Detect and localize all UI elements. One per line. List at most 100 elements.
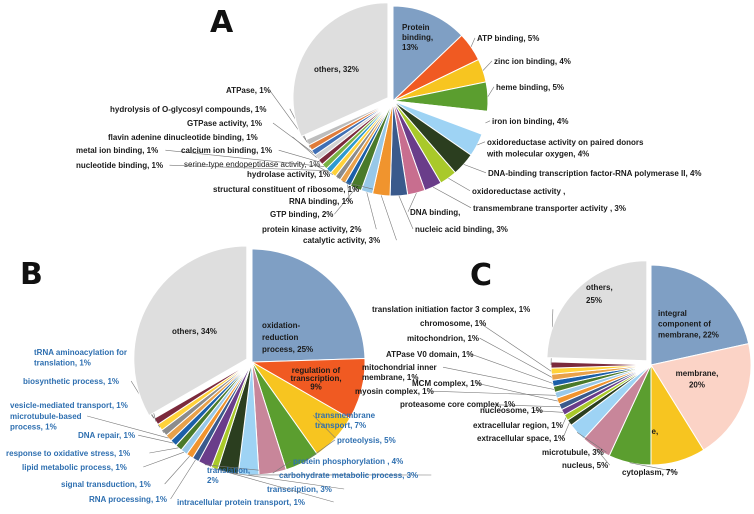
slice-label-line: nucleosome, 1% — [480, 406, 543, 415]
leader-line — [337, 174, 341, 179]
leader-line — [204, 464, 259, 471]
slice-label-flavin-adenine-dinucleotide-binding-1: flavin adenine dinucleotide binding, 1% — [108, 133, 258, 142]
slice-label-oxidoreductase-activity: oxidoreductase activity , — [472, 187, 565, 196]
slice-label-line: process, 25% — [262, 345, 313, 354]
slice-label-transcription-3: transcription, 3% — [267, 485, 332, 494]
slice-label-rna-processing-1: RNA processing, 1% — [89, 495, 167, 504]
leader-line — [164, 455, 190, 485]
leader-line — [431, 390, 556, 396]
slice-label-line: lipid metabolic process, 1% — [22, 463, 127, 472]
slice-label-serine-type-endopeptidase-activity-1: serine-type endopeptidase activity, 1% — [184, 160, 320, 169]
slice-label-hydrolase-activity-1: hydrolase activity, 1% — [247, 170, 330, 179]
slice-label-line: metal ion binding, 1% — [76, 146, 158, 155]
slice-label-line: 25% — [586, 296, 602, 305]
slice-label-line: 13% — [402, 43, 418, 52]
slice-label-line: others, 32% — [314, 65, 359, 74]
leader-line — [562, 417, 567, 426]
slice-label-line: carbohydrate metabolic process, 3% — [279, 471, 418, 480]
slice-label-line: others, 34% — [172, 327, 217, 336]
leader-line — [532, 410, 563, 413]
slice-label-hydrolysis-of-o-glycosyl-compounds-1: hydrolysis of O-glycosyl compounds, 1% — [110, 105, 266, 114]
slice-label-atp-binding-5: ATP binding, 5% — [477, 34, 539, 43]
slice-label-gtpase-activity-1: GTPase activity, 1% — [187, 119, 262, 128]
slice-label-iron-ion-binding-4: iron ion binding, 4% — [492, 117, 568, 126]
leader-line — [442, 366, 555, 390]
slice-label-nucleosome-1: nucleosome, 1% — [480, 406, 543, 415]
leader-line — [470, 37, 476, 47]
slice-label-chromosome-1: chromosome, 1% — [420, 319, 486, 328]
slice-label-heme-binding-5: heme binding, 5% — [496, 83, 564, 92]
leader-line — [302, 439, 336, 464]
slice-label-structural-constituent-of-ribosome-1: structural constituent of ribosome, 1% — [213, 185, 359, 194]
leader-line — [480, 322, 552, 372]
slice-label-line: regulation of — [292, 366, 341, 375]
slice-label-line: ATPase V0 domain, 1% — [386, 350, 473, 359]
slice-label-line: 9% — [310, 382, 322, 391]
slice-label-line: binding, — [402, 33, 433, 42]
slice-label-calcium-ion-binding-1: calcium ion binding, 1% — [181, 146, 272, 155]
slice-label-line: transmembrane transporter activity , 3% — [473, 204, 626, 213]
slice-label-line: myosin complex, 1% — [355, 387, 434, 396]
slice-label-dna-binding: DNA binding, — [410, 208, 460, 217]
slice-label-translation-2: translation,2% — [207, 466, 250, 485]
slice-label-rna-binding-1: RNA binding, 1% — [289, 197, 353, 206]
slice-label-line: reduction — [262, 333, 299, 342]
pie-slice-others-25 — [546, 260, 648, 362]
slice-label-oxidoreductase-activity-on-paired-donors: oxidoreductase activity on paired donors… — [486, 138, 644, 158]
leader-line — [138, 434, 174, 444]
panel-letter-c: C — [470, 258, 492, 293]
slice-label-gtp-binding-2: GTP binding, 2% — [270, 210, 333, 219]
slice-label-line: cytoplasm, 7% — [622, 468, 678, 477]
slice-label-line: translation initiation factor 3 complex,… — [372, 305, 530, 314]
slice-label-line: DNA-binding transcription factor-RNA pol… — [488, 169, 702, 178]
slice-label-line: signal transduction, 1% — [61, 480, 151, 489]
slice-label-line: transmembrane — [315, 411, 376, 420]
slice-label-nucleus-5: nucleus, 5% — [562, 461, 608, 470]
leader-line — [169, 164, 329, 171]
slice-label-dna-binding-transcription-factor-rna-pol: DNA-binding transcription factor-RNA pol… — [488, 169, 702, 178]
pie-slice-integral-component-of-membrane-22 — [650, 264, 750, 366]
leader-line — [380, 195, 397, 241]
slice-label-line: hydrolase activity, 1% — [247, 170, 330, 179]
slice-label-response-to-oxidative-stress-1: response to oxidative stress, 1% — [6, 449, 130, 458]
slice-label-dna-repair-1: DNA repair, 1% — [78, 431, 135, 440]
slice-label-line: nucleotide binding, 1% — [76, 161, 163, 170]
slice-label-others-32: others, 32% — [314, 65, 359, 74]
slice-label-cytoplasm-7: cytoplasm, 7% — [622, 468, 678, 477]
slice-label-membrane-20: membrane,20% — [676, 369, 719, 389]
slice-label-line: transcription, — [290, 374, 341, 383]
slice-label-protein-phosphorylation-4: protein phosphorylation , 4% — [293, 457, 403, 466]
slice-label-myosin-complex-1: myosin complex, 1% — [355, 387, 434, 396]
leader-line — [629, 462, 679, 473]
slice-label-line: GTP binding, 2% — [270, 210, 333, 219]
slice-label-line: extracellular space, 1% — [477, 434, 565, 443]
slice-label-line: 2% — [207, 476, 219, 485]
slice-label-line: tRNA aminoacylation for — [34, 348, 127, 357]
leader-line — [398, 195, 414, 230]
slice-label-line: intracellular protein transport, 1% — [177, 498, 305, 507]
slice-label-line: ATP binding, 5% — [477, 34, 539, 43]
leader-line — [407, 192, 417, 212]
slice-label-zinc-ion-binding-4: zinc ion binding, 4% — [494, 57, 571, 66]
leader-line — [485, 120, 491, 124]
panel-letter-a: A — [210, 5, 234, 40]
leader-line — [143, 451, 185, 468]
slice-label-metal-ion-binding-1: metal ion binding, 1% — [76, 146, 158, 155]
slice-label-mcm-complex-1: MCM complex, 1% — [412, 379, 482, 388]
slice-label-nucleotide-binding-1: nucleotide binding, 1% — [76, 161, 163, 170]
slice-label-line: DNA binding, — [410, 208, 460, 217]
leader-line — [476, 382, 558, 402]
slice-label-carbohydrate-metabolic-process-3: carbohydrate metabolic process, 3% — [279, 471, 418, 480]
leader-line — [312, 414, 336, 439]
slice-label-line: RNA binding, 1% — [289, 197, 353, 206]
slice-label-line: response to oxidative stress, 1% — [6, 449, 130, 458]
slice-label-line: nucleic acid binding, 3% — [415, 225, 508, 234]
slice-label-line: others, — [586, 283, 613, 292]
leader-line — [432, 186, 472, 209]
slice-label-line: membrane, 22% — [658, 330, 719, 339]
